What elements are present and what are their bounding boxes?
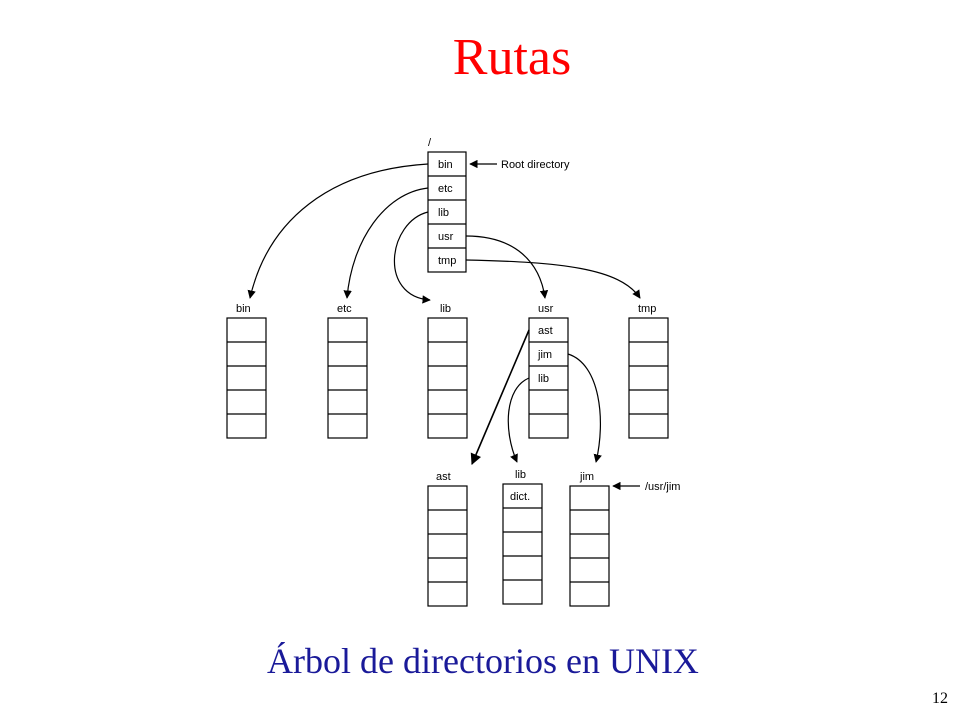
arrow-root-to-tmp: [465, 259, 641, 299]
directory-jim-label: jim: [579, 471, 594, 483]
arrow-usr-to-jim: [567, 353, 602, 463]
directory-usr-lib: lib dict.: [502, 469, 543, 605]
usr-entry-lib: lib: [538, 373, 549, 385]
root-directory: / bin etc lib usr tmp: [427, 137, 467, 273]
root-directory-annotation: Root directory: [501, 159, 570, 171]
directory-lib-label: lib: [440, 303, 451, 315]
directory-bin: bin: [226, 303, 267, 439]
root-entry-tmp: tmp: [438, 255, 456, 267]
directory-jim: jim: [569, 471, 610, 607]
arrow-root-to-usr: [465, 235, 549, 299]
arrow-root-to-lib: [393, 211, 431, 304]
directory-usr-label: usr: [538, 303, 554, 315]
directory-usr: usr ast jim lib: [528, 303, 569, 439]
usr-entry-jim: jim: [537, 349, 552, 361]
directory-etc: etc: [327, 303, 368, 439]
directory-ast-label: ast: [436, 471, 451, 483]
root-entry-etc: etc: [438, 183, 453, 195]
arrow-usr-to-ast: [470, 329, 530, 466]
slide-title: Rutas: [452, 29, 572, 86]
usr-entry-ast: ast: [538, 325, 553, 337]
directory-usr-lib-label: lib: [515, 469, 526, 481]
directory-tmp: tmp: [628, 303, 669, 439]
root-entry-bin: bin: [438, 159, 453, 171]
arrow-root-to-etc: [343, 187, 429, 299]
usr-lib-entry-dict: dict.: [510, 491, 530, 503]
slide-subtitle: Árbol de directorios en UNIX: [267, 641, 699, 681]
root-entry-usr: usr: [438, 231, 454, 243]
directory-bin-label: bin: [236, 303, 251, 315]
arrow-root-to-bin: [247, 163, 429, 299]
root-label: /: [428, 137, 432, 149]
directory-lib: lib: [427, 303, 468, 439]
page-number: 12: [932, 690, 948, 707]
root-entry-lib: lib: [438, 207, 449, 219]
arrow-usr-to-lib: [507, 377, 530, 463]
directory-tmp-label: tmp: [638, 303, 656, 315]
directory-ast: ast: [427, 471, 468, 607]
directory-etc-label: etc: [337, 303, 352, 315]
jim-path-annotation: /usr/jim: [645, 481, 680, 493]
